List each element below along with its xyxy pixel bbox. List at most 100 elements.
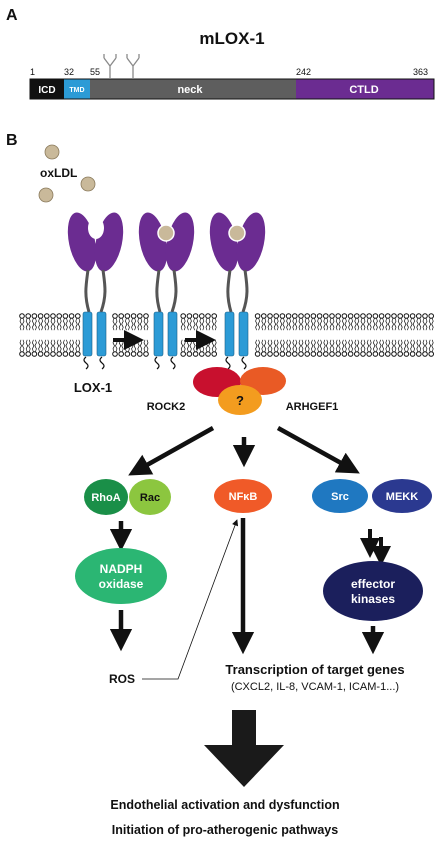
lipid-head-outer (254, 313, 261, 331)
transcription-label: Transcription of target genes (225, 662, 404, 677)
lipid-head-outer (31, 313, 38, 331)
lipid-head-outer (205, 313, 211, 331)
lipid-head-inner (354, 339, 360, 357)
lipid-head-outer (75, 313, 81, 331)
lipid-head-inner (62, 339, 69, 357)
lipid-head-outer (428, 313, 434, 331)
lipid-head-outer (403, 313, 410, 331)
lipid-head-inner (37, 339, 44, 357)
lipid-head-outer (416, 313, 422, 331)
position-label: 242 (296, 67, 311, 77)
panel-a-title: mLOX-1 (199, 29, 264, 48)
lipid-head-outer (137, 313, 143, 331)
lipid-head-inner (112, 339, 118, 357)
lipid-head-outer (391, 313, 397, 331)
lipid-head-inner (267, 339, 273, 357)
lipid-head-inner (124, 339, 131, 357)
domain-label: neck (177, 84, 203, 96)
lipid-head-inner (192, 339, 199, 357)
lipid-head-outer (285, 313, 292, 331)
panel-b-letter: B (6, 132, 18, 149)
lipid-head-outer (397, 313, 403, 331)
lipid-head-inner (360, 339, 366, 357)
nfkb-node (214, 479, 272, 513)
lipid-head-outer (130, 313, 137, 331)
lipid-head-outer (124, 313, 131, 331)
lipid-head-outer (329, 313, 335, 331)
lipid-head-inner (118, 339, 124, 357)
lipid-head-outer (366, 313, 372, 331)
rhoa-node (84, 479, 128, 515)
lipid-head-inner (205, 339, 211, 357)
lipid-head-outer (409, 313, 416, 331)
lipid-head-outer (304, 313, 310, 331)
domain-bar-outline (29, 78, 435, 100)
lipid-head-inner (422, 339, 428, 357)
signalling-complex: ? (193, 367, 286, 415)
nadph-oxidase-node (75, 548, 167, 604)
lipid-head-inner (130, 339, 137, 357)
lox1-label: LOX-1 (74, 380, 112, 395)
lipid-head-outer (50, 313, 56, 331)
lipid-head-inner (137, 339, 143, 357)
lipid-head-inner (56, 339, 62, 357)
ros-label: ROS (109, 672, 135, 686)
lipid-head-inner (273, 339, 279, 357)
lipid-head-outer (279, 313, 286, 331)
lipid-head-inner (31, 339, 38, 357)
lipid-head-outer (354, 313, 360, 331)
unknown-partner-shape (218, 385, 262, 415)
oxldl-particle (44, 144, 60, 160)
glycan-fork-icon (126, 54, 140, 78)
lox1-receptor-signalling (209, 212, 266, 370)
src-label: Src (331, 491, 349, 503)
arhgef1-label: ARHGEF1 (286, 401, 339, 413)
lipid-head-inner (378, 339, 385, 357)
glycan-fork-icon (103, 54, 117, 78)
lipid-head-outer (19, 313, 25, 331)
lipid-head-inner (298, 339, 304, 357)
lipid-head-inner (292, 339, 298, 357)
effector-label-2: kinases (351, 592, 395, 606)
lipid-head-inner (180, 339, 186, 357)
lipid-head-outer (211, 313, 217, 331)
lipid-head-outer (335, 313, 341, 331)
lipid-head-outer (310, 313, 317, 331)
lipid-head-outer (323, 313, 329, 331)
mekk-label: MEKK (386, 491, 418, 503)
position-label: 55 (90, 67, 100, 77)
position-label: 1 (30, 67, 35, 77)
oxldl-particle (80, 176, 96, 192)
lipid-head-inner (428, 339, 434, 357)
pathway-arrow (276, 426, 360, 474)
lipid-head-outer (44, 313, 50, 331)
ros-feedback-arrow (142, 519, 239, 680)
lipid-head-inner (254, 339, 261, 357)
lipid-head-inner (50, 339, 56, 357)
domain-ctld (296, 79, 434, 99)
lipid-head-outer (378, 313, 385, 331)
lipid-head-outer (341, 313, 348, 331)
oxldl-label: oxLDL (40, 166, 77, 180)
domain-label: ICD (38, 85, 55, 96)
lipid-head-outer (25, 313, 31, 331)
lipid-head-inner (416, 339, 422, 357)
lipid-head-outer (267, 313, 273, 331)
lipid-head-outer (118, 313, 124, 331)
domain-icd (30, 79, 64, 99)
lipid-head-inner (391, 339, 397, 357)
lipid-head-outer (192, 313, 199, 331)
lipid-head-inner (385, 339, 391, 357)
lipid-head-inner (366, 339, 372, 357)
lipid-head-outer (37, 313, 44, 331)
lipid-head-inner (329, 339, 335, 357)
lipid-head-inner (397, 339, 403, 357)
lipid-head-outer (292, 313, 298, 331)
lipid-head-outer (62, 313, 69, 331)
rac-label: Rac (140, 492, 160, 504)
outcome-line-1: Endothelial activation and dysfunction (110, 798, 339, 812)
lipid-head-outer (385, 313, 391, 331)
lipid-head-inner (409, 339, 416, 357)
lipid-head-outer (316, 313, 323, 331)
rock2-label: ROCK2 (147, 401, 186, 413)
